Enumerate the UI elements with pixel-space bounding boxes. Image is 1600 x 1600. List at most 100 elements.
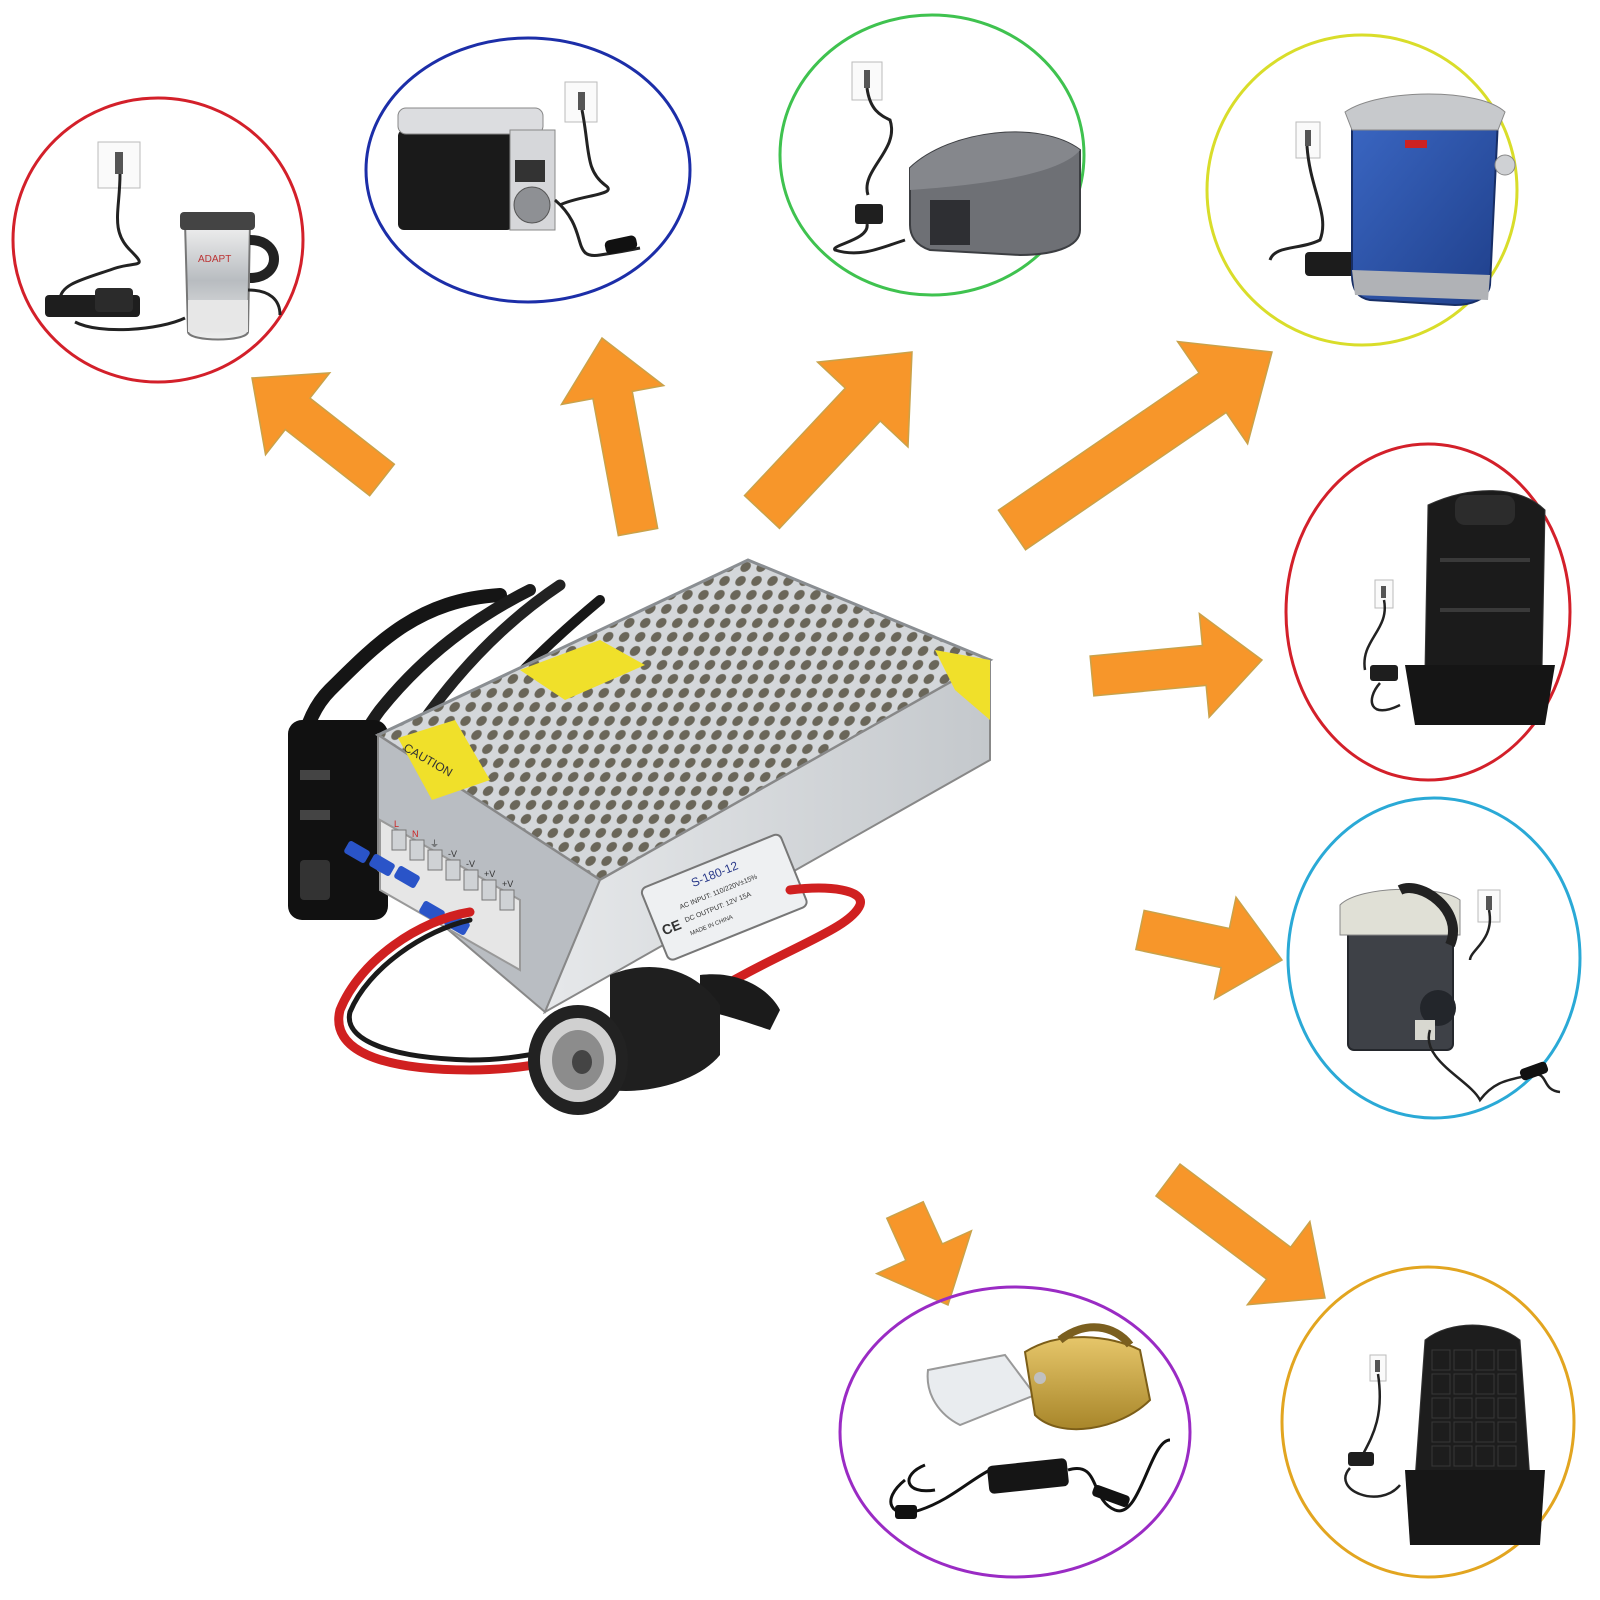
terminal-screw [445, 859, 461, 881]
ring-heated-travel-mug [11, 96, 305, 384]
power-cord [1358, 1373, 1382, 1461]
power-adapter [855, 204, 883, 224]
quilt-cell [1497, 1445, 1517, 1467]
ring-mini-fridge-warmer [364, 36, 692, 304]
cooler-body [1347, 924, 1454, 1051]
quilt-cell [1431, 1397, 1451, 1419]
cooler-lid [1344, 93, 1506, 131]
ac-plug [895, 1505, 917, 1519]
vacuum-nozzle [926, 1353, 1037, 1427]
car-plug-cord [1427, 1029, 1561, 1103]
wall-outlet-icon [564, 81, 598, 123]
terminal-label: +V [484, 869, 495, 879]
quilt-cell [1497, 1421, 1517, 1443]
cooler-lid [910, 132, 1080, 190]
quilt-cell [1475, 1421, 1495, 1443]
quilt-cell [1475, 1373, 1495, 1395]
control-panel [1415, 1020, 1435, 1040]
car-plug [1519, 1061, 1549, 1081]
car-plug-cord [1344, 1467, 1401, 1498]
appliance-mini-fridge-warmer [397, 81, 641, 258]
seat-quilting [1431, 1349, 1517, 1467]
appliance-blue-portable-cooler [1268, 93, 1516, 307]
appliance-heated-seat-cushion [1344, 1324, 1545, 1545]
terminal-screw [499, 889, 515, 911]
cooler-base [1352, 270, 1490, 300]
arrow-to-portable-cooler-with-strap [1134, 895, 1284, 1001]
car-plug [604, 235, 638, 255]
fan-grille-icon [1420, 990, 1456, 1026]
control-panel [515, 160, 545, 182]
appliance-handheld-car-vacuum [889, 1323, 1171, 1519]
quilt-cell [1475, 1445, 1495, 1467]
arrow-to-grey-thermoelectric-cooler [743, 351, 913, 530]
appliance-grey-thermoelectric-cooler [833, 61, 1081, 257]
ring-grey-thermoelectric-cooler [778, 13, 1086, 297]
ring-portable-cooler-with-strap [1286, 796, 1582, 1120]
terminal-label: L [394, 819, 399, 829]
quilt-cell [1475, 1397, 1495, 1419]
ce-mark: CE [659, 916, 683, 938]
cigarette-lighter-socket [528, 966, 780, 1115]
appliance-portable-cooler-with-strap [1339, 883, 1561, 1103]
quilt-cell [1497, 1349, 1517, 1371]
terminal-label: N [412, 829, 419, 839]
seat-bottom [1405, 1470, 1545, 1545]
quilt-cell [1497, 1373, 1517, 1395]
arrow-to-handheld-car-vacuum [874, 1200, 973, 1307]
ring-blue-portable-cooler [1205, 33, 1519, 347]
quilt-cell [1453, 1349, 1473, 1371]
quilt-cell [1453, 1445, 1473, 1467]
terminal-screw [391, 829, 407, 851]
terminal-label: -V [466, 859, 475, 869]
warning-sticker-top [520, 640, 645, 700]
power-cord [559, 109, 610, 207]
power-cord [1363, 599, 1387, 671]
car-plug-cord [1067, 1438, 1171, 1513]
arrow-to-mini-fridge-warmer [559, 336, 666, 537]
quilt-cell [1453, 1373, 1473, 1395]
terminal-screw [409, 839, 425, 861]
quilt-cell [1497, 1397, 1517, 1419]
terminal-label: ⏚ [430, 839, 439, 849]
travel-mug: ADAPT [180, 212, 279, 341]
fridge-body [398, 130, 513, 230]
arrow-to-massage-seat-cushion [1089, 612, 1264, 719]
quilt-cell [1475, 1349, 1495, 1371]
car-plug [1092, 1484, 1130, 1508]
vacuum-light-icon [1034, 1372, 1046, 1384]
power-adapter [987, 1458, 1069, 1494]
car-plug-cord [833, 223, 906, 255]
quilt-cell [1453, 1421, 1473, 1443]
arrow-to-heated-travel-mug [251, 372, 396, 497]
fan-grille-icon [513, 186, 551, 224]
seat-headrest [1455, 495, 1515, 525]
terminal-screw [427, 849, 443, 871]
caution-sticker [398, 720, 490, 800]
brand-badge [1405, 140, 1427, 148]
terminal-block: LN⏚-V-V+V+V [379, 818, 521, 972]
cooler-handle-knob [1494, 154, 1516, 176]
fridge-lid [397, 107, 544, 135]
ring-heated-seat-cushion [1280, 1265, 1576, 1579]
power-cord [1468, 909, 1492, 961]
ring-handheld-car-vacuum [838, 1285, 1192, 1579]
power-adapter [95, 288, 133, 312]
terminal-label: +V [502, 879, 513, 889]
power-adapter [1348, 1452, 1374, 1466]
quilt-cell [1431, 1373, 1451, 1395]
power-supply-unit: CAUTION LN⏚-V-V+V+V S-180-12 AC INPUT: 1… [288, 558, 994, 1115]
quilt-cell [1453, 1397, 1473, 1419]
seat-bottom [1405, 665, 1555, 725]
power-adapter [1370, 665, 1398, 681]
quilt-cell [1431, 1421, 1451, 1443]
ring-massage-seat-cushion [1284, 442, 1572, 782]
terminal-screw [481, 879, 497, 901]
power-cord [907, 1463, 936, 1493]
warning-sticker-corner [935, 650, 990, 720]
car-plug-cord [74, 316, 186, 332]
arrow-to-heated-seat-cushion [1154, 1162, 1326, 1306]
power-cord [865, 87, 894, 196]
ac-plug [288, 720, 388, 920]
